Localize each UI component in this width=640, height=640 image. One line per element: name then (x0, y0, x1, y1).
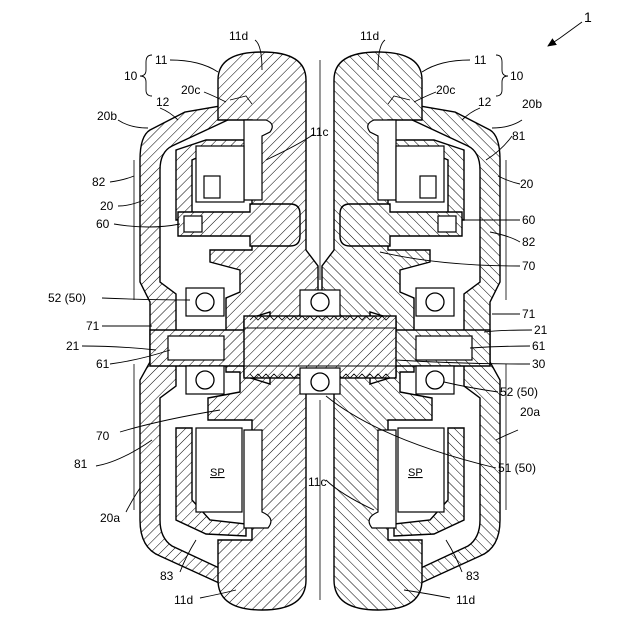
label-10-left: 10 (124, 69, 138, 83)
label-60-right: 60 (522, 213, 536, 227)
label-11c-lower: 11c (308, 475, 326, 489)
label-11d-bottom-left: 11d (174, 593, 193, 607)
label-20a-left: 20a (100, 511, 120, 525)
shaft-61 (168, 336, 224, 360)
label-83-left: 83 (160, 569, 174, 583)
label-11d-top-left: 11d (229, 29, 248, 43)
upper-block (204, 176, 220, 198)
label-82-left: 82 (92, 175, 106, 189)
label-52-right: 52 (50) (500, 385, 538, 399)
label-fig-ref: 1 (584, 9, 592, 25)
label-11d-top-right: 11d (360, 29, 379, 43)
bearing-52-upper (186, 288, 224, 316)
label-20-right: 20 (520, 177, 534, 191)
label-52-left: 52 (50) (48, 291, 86, 305)
label-81-upper: 81 (512, 129, 526, 143)
label-30: 30 (532, 357, 546, 371)
label-11-left: 11 (155, 53, 168, 67)
pin-60-head (184, 216, 202, 232)
label-10-right: 10 (510, 69, 524, 83)
label-21-left: 21 (66, 339, 80, 353)
label-82-right: 82 (522, 235, 536, 249)
label-11d-bottom-right: 11d (456, 593, 475, 607)
label-20b-right: 20b (522, 97, 542, 111)
label-11c-upper: 11c (310, 125, 328, 139)
bearing-52-lower (186, 366, 224, 394)
label-12-left: 12 (156, 95, 170, 109)
label-70-lower: 70 (96, 429, 110, 443)
label-12-right: 12 (478, 95, 492, 109)
label-20-left: 20 (100, 199, 114, 213)
bearing-51-lower (300, 368, 340, 394)
label-71-left: 71 (86, 319, 100, 333)
label-83-right: 83 (466, 569, 480, 583)
label-21-right: 21 (534, 323, 548, 337)
label-51: 51 (50) (498, 461, 536, 475)
label-20a-right: 20a (520, 405, 540, 419)
label-61-right: 61 (532, 339, 546, 353)
bearing-51-upper (300, 290, 340, 316)
label-11-right: 11 (474, 53, 487, 67)
label-sp-right: SP (408, 467, 423, 479)
label-60-left: 60 (96, 217, 110, 231)
label-20c-left: 20c (181, 83, 200, 97)
label-70-upper: 70 (522, 259, 536, 273)
label-20c-right: 20c (436, 83, 455, 97)
label-20b-left: 20b (97, 109, 117, 123)
label-81-lower: 81 (74, 457, 88, 471)
label-sp-left: SP (210, 467, 225, 479)
label-61-left: 61 (96, 357, 110, 371)
label-71-right: 71 (522, 307, 536, 321)
